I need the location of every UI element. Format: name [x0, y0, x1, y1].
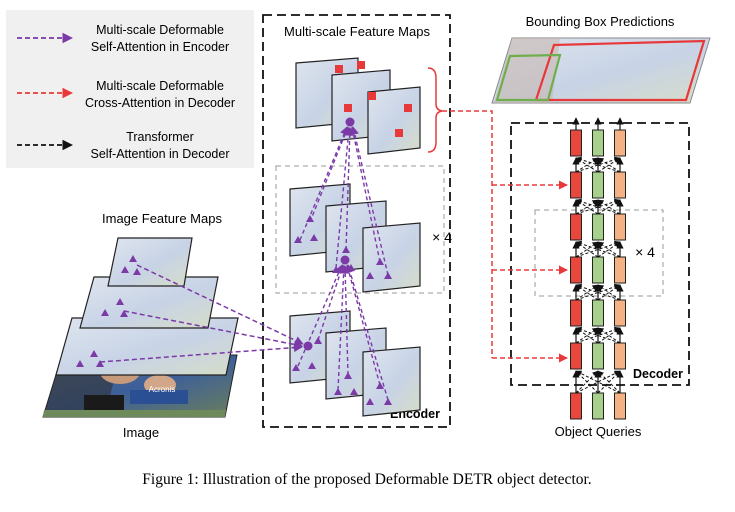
legend-item-2-line-2: Cross-Attention in Decoder: [85, 96, 235, 110]
decoder-label: Decoder: [633, 367, 683, 381]
decoder-token: [592, 299, 604, 327]
decoder-self-attention-arrow: [597, 327, 621, 344]
encoder-bottom-sampling-points: [292, 337, 392, 405]
decoder-self-attention-arrow: [597, 199, 621, 215]
decoder-self-attention-arrow: [575, 156, 621, 173]
encoder-bottom-query-point: [303, 341, 313, 351]
cross-attention-connectors: [442, 110, 568, 363]
decoder-self-attention-arrow: [575, 199, 599, 215]
legend: Multi-scale Deformable Self-Attention in…: [6, 10, 254, 168]
decoder-repeat-box: [534, 209, 664, 297]
encoder-repeat-label: × 4: [432, 229, 452, 245]
multiscale-feature-maps-label: Multi-scale Feature Maps: [284, 24, 430, 39]
decoder-repeat-label: × 4: [635, 244, 655, 260]
decoder-self-attention-arrow: [597, 284, 621, 301]
decoder-self-attention-arrow: [575, 326, 621, 344]
decoder-self-attention-arrow: [575, 370, 621, 394]
decoder-self-attention-arrow: [575, 283, 621, 301]
decoder-self-attention-arrow: [575, 241, 599, 258]
decoder-token: [614, 129, 626, 157]
encoder-middle-query-point: [340, 255, 350, 265]
decoder-self-attention-arrow: [597, 157, 621, 173]
decoder-self-attention-arrow: [575, 198, 621, 215]
decoder-self-attention-arrow: [597, 370, 621, 394]
decoder-self-attention-arrow: [597, 199, 621, 215]
decoder-token: [592, 342, 604, 370]
decoder-token: [570, 256, 582, 284]
bounding-box-predictions-label: Bounding Box Predictions: [526, 14, 675, 29]
decoder-token: [570, 392, 582, 420]
encoder-lower-attention-arrows: [297, 264, 389, 401]
image-feature-sampling-points: [76, 255, 141, 367]
decoder-token: [592, 129, 604, 157]
decoder-self-attention-arrow: [597, 241, 621, 258]
encoder-middle-maps: [289, 183, 421, 293]
decoder-token: [614, 171, 626, 199]
decoder-token: [592, 213, 604, 241]
decoder-self-attention-arrow: [597, 284, 621, 301]
encoder-input-attention-arrows: [99, 264, 304, 363]
figure-caption: Figure 1: Illustration of the proposed D…: [142, 471, 591, 488]
decoder-token: [570, 129, 582, 157]
decoder-self-attention-arrow: [597, 327, 621, 344]
encoder-upper-attention-arrows: [299, 126, 389, 276]
decoder-self-attention-arrow: [575, 240, 621, 258]
object-queries-label: Object Queries: [555, 424, 642, 439]
decoder-self-attention-arrow: [597, 157, 621, 173]
predicted-box-red: [534, 39, 706, 102]
encoder-input-maps: [289, 310, 421, 417]
legend-item-1-line-1: Multi-scale Deformable: [96, 23, 224, 37]
decoder-layers: [570, 117, 626, 420]
decoder-token: [592, 171, 604, 199]
decoder-self-attention-arrow: [575, 156, 621, 173]
decoder-self-attention-arrow: [575, 326, 621, 344]
decoder-self-attention-arrow: [575, 240, 621, 258]
encoder-output-bracket: [427, 67, 443, 153]
legend-item-1-line-2: Self-Attention in Encoder: [91, 40, 229, 54]
decoder-self-attention-arrow: [575, 370, 621, 394]
image-label: Image: [123, 425, 159, 440]
legend-box: [6, 10, 254, 168]
legend-item-2-line-1: Multi-scale Deformable: [96, 79, 224, 93]
decoder-token: [614, 213, 626, 241]
image-feature-maps-label: Image Feature Maps: [102, 211, 222, 226]
legend-item-3-line-1: Transformer: [126, 130, 194, 144]
legend-item-3-line-2: Self-Attention in Decoder: [91, 147, 230, 161]
decoder-token: [570, 299, 582, 327]
encoder-output-maps: [295, 57, 421, 155]
decoder-token: [592, 392, 604, 420]
decoder-self-attention-arrow: [575, 284, 599, 301]
predicted-box-green: [495, 53, 562, 102]
decoder-self-attention-arrow: [575, 327, 599, 344]
decoder-reference-points: [335, 61, 412, 137]
decoder-self-attention-arrow: [597, 241, 621, 258]
decoder-token: [614, 392, 626, 420]
image-jersey-text: Acronis: [149, 385, 176, 394]
encoder-top-query-point: [345, 117, 355, 127]
decoder-self-attention-arrow: [575, 157, 599, 173]
image-feature-map-small: [107, 237, 193, 287]
decoder-token: [570, 213, 582, 241]
decoder-token: [592, 256, 604, 284]
decoder-token: [614, 256, 626, 284]
decoder-self-attention-arrow: [575, 283, 621, 301]
encoder-box: [262, 14, 451, 428]
decoder-token: [570, 171, 582, 199]
bounding-box-predictions-image: [491, 37, 711, 104]
decoder-self-attention-arrow: [575, 198, 621, 215]
decoder-token: [570, 342, 582, 370]
decoder-token: [614, 299, 626, 327]
decoder-token: [614, 342, 626, 370]
